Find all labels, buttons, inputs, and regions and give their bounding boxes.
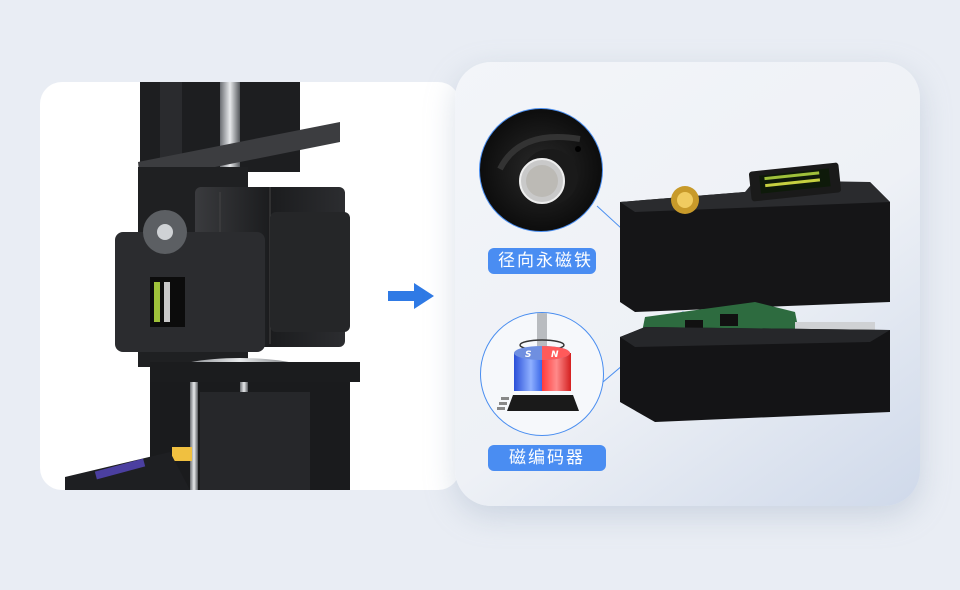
- south-pole-text: S: [525, 350, 531, 360]
- robot-arm-illustration: [65, 82, 360, 490]
- radial-magnet-zoom: [479, 108, 603, 232]
- north-pole-text: N: [551, 350, 559, 360]
- radial-magnet-icon: [497, 134, 581, 205]
- servo-exploded-illustration: [620, 162, 890, 422]
- servo-internals-panel: 径向永磁铁 S N 磁编码器: [455, 62, 920, 506]
- arrow-right-icon: [388, 283, 434, 309]
- robot-arm-panel: [40, 82, 460, 490]
- radial-magnet-label: 径向永磁铁: [488, 248, 596, 274]
- magnetic-encoder-label: 磁编码器: [488, 445, 606, 471]
- magnetic-encoder-icon: S N: [497, 313, 579, 411]
- magnetic-encoder-zoom: S N: [480, 312, 604, 436]
